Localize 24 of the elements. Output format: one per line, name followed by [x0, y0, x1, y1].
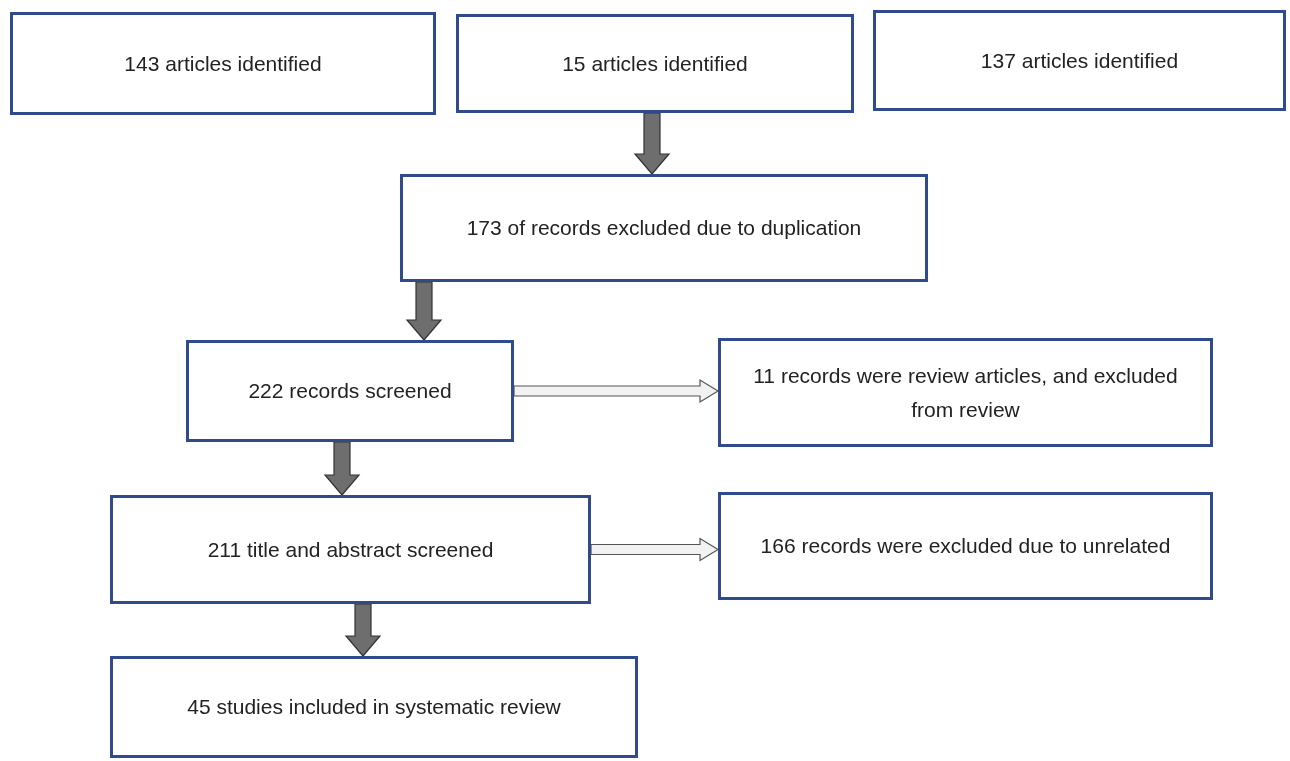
process-box [400, 174, 928, 282]
block-arrow [590, 537, 720, 562]
block-arrow [323, 441, 361, 496]
box-text: 45 studies included in systematic review [187, 694, 561, 721]
box-text: 173 of records excluded due to duplication [466, 215, 862, 242]
block-arrow [344, 603, 382, 657]
block-arrow [633, 112, 671, 175]
box-text: 15 articles identified [562, 50, 748, 77]
process-box [110, 495, 591, 604]
block-arrow [513, 378, 720, 404]
process-box [873, 10, 1286, 111]
box-text: 166 records were excluded due to unrelated [760, 533, 1171, 560]
box-text: 137 articles identified [980, 47, 1179, 74]
process-box [718, 338, 1213, 447]
process-box [10, 12, 436, 115]
box-text: 222 records screened [248, 378, 452, 405]
box-text: 211 title and abstract screened [207, 536, 494, 563]
process-box [718, 492, 1213, 600]
block-arrow [405, 281, 443, 341]
box-text: 11 records were review articles, and excluded from review [752, 362, 1179, 423]
process-box [186, 340, 514, 442]
box-text: 143 articles identified [124, 50, 322, 77]
process-box [456, 14, 854, 113]
process-box [110, 656, 638, 758]
